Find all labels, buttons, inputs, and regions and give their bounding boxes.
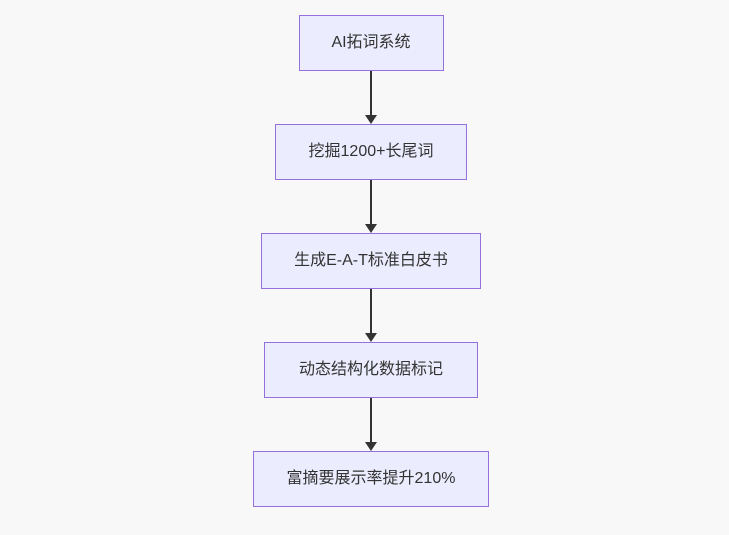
arrow-line [370,289,372,333]
arrow-down-icon [365,442,377,451]
flow-node-label: 生成E-A-T标准白皮书 [294,252,448,269]
arrow-down-icon [365,115,377,124]
flow-node-structured-data-markup: 动态结构化数据标记 [264,342,478,398]
flow-node-label: 动态结构化数据标记 [298,361,443,378]
flow-node-label: AI拓词系统 [331,34,411,51]
flow-node-label: 富摘要展示率提升210% [286,470,456,487]
flow-edge-1 [365,71,377,124]
flow-edge-2 [365,180,377,233]
arrow-down-icon [365,333,377,342]
flow-node-ai-word-system: AI拓词系统 [298,15,444,71]
arrow-line [370,71,372,115]
flow-node-eat-whitepaper: 生成E-A-T标准白皮书 [261,233,481,289]
flow-node-longtail-mining: 挖掘1200+长尾词 [275,124,467,180]
arrow-line [370,180,372,224]
arrow-line [370,398,372,442]
arrow-down-icon [365,224,377,233]
flow-node-label: 挖掘1200+长尾词 [308,143,434,160]
flow-edge-3 [365,289,377,342]
flow-node-rich-snippet-result: 富摘要展示率提升210% [253,451,489,507]
flow-edge-4 [365,398,377,451]
flowchart-column: AI拓词系统 挖掘1200+长尾词 生成E-A-T标准白皮书 动态结构化数据标记 [13,15,729,507]
